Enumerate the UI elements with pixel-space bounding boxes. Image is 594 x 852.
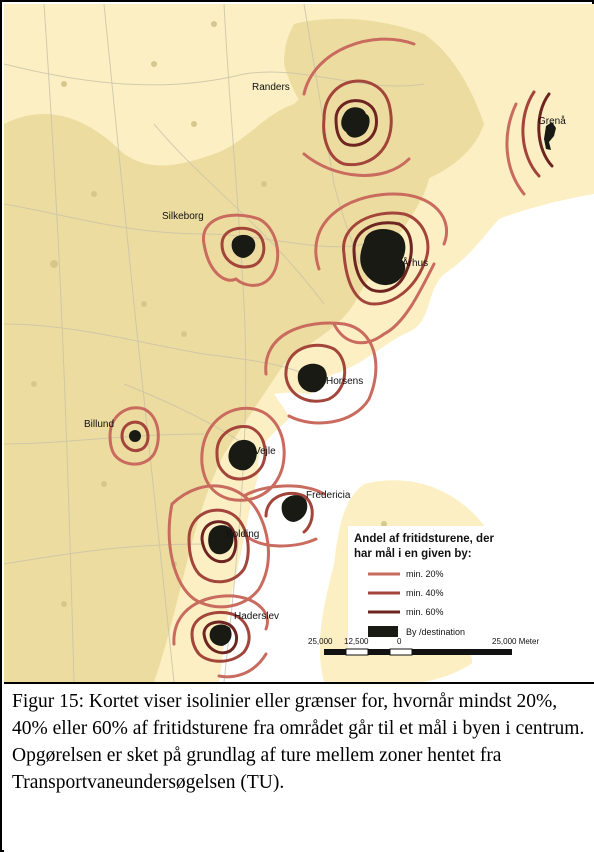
isoline-40-silkeborg [220, 226, 266, 269]
isoline-40-haderslev [190, 610, 251, 663]
isoline-40-kolding [187, 508, 250, 584]
city-blob-silkeborg [231, 234, 256, 258]
isoline-group-billund [108, 406, 160, 466]
road-network [4, 4, 425, 682]
label-vejle: Vejle [254, 446, 276, 457]
label-haderslev: Haderslev [234, 611, 279, 622]
isoline-group-kolding [167, 484, 270, 609]
isoline-group-fredericia [242, 484, 326, 548]
isoline-40-randers [322, 79, 393, 167]
isoline-60-haderslev [202, 620, 238, 655]
isoline-60-randers [334, 99, 378, 147]
figure-caption: Figur 15: Kortet viser isolinier eller g… [4, 682, 594, 852]
isoline-20-billund [108, 406, 160, 466]
map: Randers Grenå Silkeborg Århus Horsens Bi… [4, 4, 594, 682]
legend-label-20: min. 20% [406, 569, 444, 579]
isoline-20-aarhus [314, 192, 448, 345]
isoline-60-aarhus [352, 221, 413, 293]
label-billund: Billund [84, 419, 114, 430]
city-destinations [129, 107, 556, 646]
city-blob-kolding [208, 525, 234, 555]
city-blob-vejle [228, 439, 257, 471]
isoline-group-vejle [200, 406, 286, 502]
scale-label-0: 25,000 [308, 637, 333, 646]
legend-title-line2: har mål i en given by: [354, 548, 472, 560]
isoline-60-kolding [200, 520, 238, 564]
isolines [108, 37, 554, 679]
label-fredericia: Fredericia [306, 490, 351, 501]
label-horsens: Horsens [326, 376, 363, 387]
city-blob-haderslev [209, 624, 232, 646]
city-blob-horsens [297, 363, 327, 393]
legend-label-40: min. 40% [406, 588, 444, 598]
label-silkeborg: Silkeborg [162, 211, 204, 222]
scale-seg-1 [324, 649, 346, 655]
water-kattegat [364, 204, 594, 404]
legend-label-60: min. 60% [406, 607, 444, 617]
isoline-60-grena [537, 92, 554, 168]
label-grena: Grenå [538, 115, 566, 127]
label-aarhus: Århus [402, 256, 428, 269]
city-blob-billund [129, 430, 141, 442]
isoline-40-horsens [284, 343, 347, 403]
caption-text: Figur 15: Kortet viser isolinier eller g… [12, 691, 585, 793]
scale-seg-4 [389, 648, 413, 656]
isoline-40-vejle [215, 424, 267, 481]
water-belt [239, 430, 367, 682]
isoline-20-fredericia [242, 484, 326, 548]
scale-label-2: 0 [397, 637, 402, 646]
city-blob-randers [341, 107, 370, 138]
isoline-20-silkeborg [202, 213, 280, 287]
isoline-group-grena [505, 90, 554, 196]
city-blob-fredericia [281, 495, 308, 522]
land-east [474, 144, 594, 219]
water-fjord [274, 392, 354, 418]
city-labels: Randers Grenå Silkeborg Århus Horsens Bi… [84, 82, 566, 622]
isoline-40-grena [521, 90, 541, 178]
legend-label-city: By /destination [406, 627, 465, 637]
scale-label-1: 12,500 [344, 637, 369, 646]
isoline-40-billund [120, 420, 150, 452]
isoline-group-aarhus [314, 192, 448, 345]
isoline-40-aarhus [342, 211, 430, 306]
scale-seg-3 [368, 649, 390, 655]
label-kolding: Kolding [226, 529, 259, 540]
isoline-20-grena [505, 102, 526, 196]
scale-bar: 25,000 12,500 0 25,000 Meter [308, 637, 539, 656]
isoline-20-haderslev [172, 594, 269, 679]
label-randers: Randers [252, 82, 290, 93]
isoline-40-fredericia [264, 491, 314, 534]
isoline-20-horsens [264, 321, 378, 425]
isoline-20-randers [302, 37, 416, 177]
legend-swatch-city [368, 626, 398, 637]
legend-title-line1: Andel af fritidsturene, der [354, 533, 494, 545]
isoline-20-kolding [167, 484, 270, 609]
city-blob-grena [544, 122, 556, 150]
isoline-group-haderslev [172, 594, 269, 679]
legend: Andel af fritidsturene, der har mål i en… [348, 526, 552, 651]
scale-seg-5 [412, 649, 512, 655]
isoline-group-randers [302, 37, 416, 177]
scale-label-3: 25,000 Meter [492, 637, 539, 646]
isoline-group-silkeborg [202, 213, 280, 287]
land-dark-ne [284, 18, 484, 184]
isoline-group-horsens [264, 321, 378, 425]
isoline-20-vejle [200, 406, 286, 502]
scale-seg-2 [345, 648, 369, 656]
city-blob-aarhus [360, 229, 406, 286]
